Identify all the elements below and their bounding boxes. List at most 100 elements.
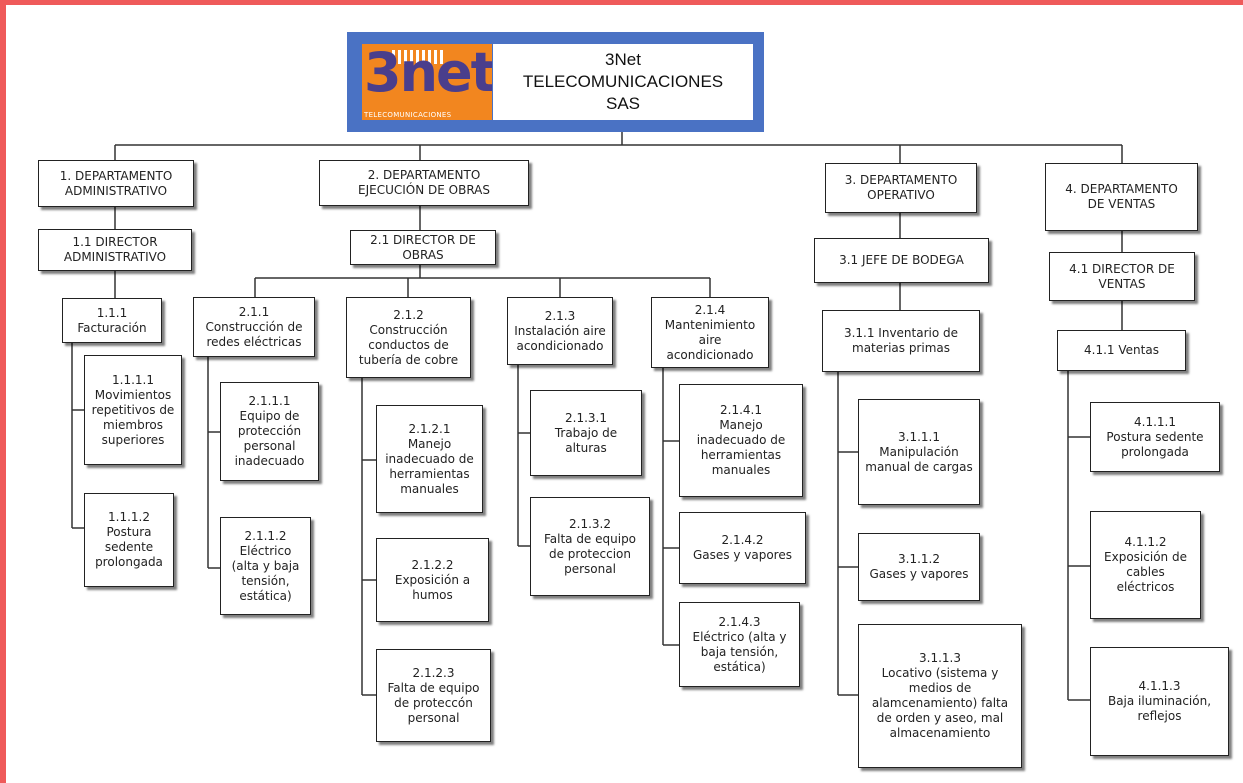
box-line: 2.1.2 (393, 307, 424, 322)
risk-2-1-3-1: 2.1.3.1 Trabajo de alturas (530, 390, 642, 476)
box-line: reflejos (1137, 709, 1182, 723)
logo-subtext: TELECOMUNICACIONES (364, 111, 452, 119)
box-line: prolongada (95, 555, 163, 569)
risk-4-1-1-3: 4.1.1.3 Baja iluminación, reflejos (1090, 647, 1229, 756)
box-line: 1.1 DIRECTOR (72, 235, 158, 249)
box-line: aire (698, 332, 722, 347)
box-line: OBRAS (402, 247, 444, 262)
risk-3-1-1-2: 3.1.1.2 Gases y vapores (858, 533, 980, 601)
box-line: Gases y vapores (869, 567, 969, 581)
area-2-1-2: 2.1.2 Construcción conductos de tubería … (346, 297, 471, 378)
box-line: personal (243, 439, 296, 453)
box-line: Postura (106, 525, 152, 539)
box-line: de proteccion (548, 546, 631, 561)
top-border (0, 0, 1243, 5)
risk-2-1-1-1: 2.1.1.1 Equipo de protección personal in… (220, 382, 319, 481)
box-line: personal (407, 710, 460, 725)
jefe-bodega: 3.1 JEFE DE BODEGA (814, 238, 989, 283)
box-line: acondicionado (666, 347, 754, 362)
company-name-line: TELECOMUNICACIONES (522, 72, 724, 91)
department-operativo: 3. DEPARTAMENTO OPERATIVO (825, 163, 977, 213)
director-ventas: 4.1 DIRECTOR DE VENTAS (1049, 252, 1195, 301)
risk-2-1-4-2: 2.1.4.2 Gases y vapores (679, 512, 806, 584)
box-line: alturas (565, 440, 607, 455)
box-line: 2. DEPARTAMENTO (367, 168, 481, 182)
box-line: repetitivos de (91, 402, 175, 417)
company-name-line: 3Net (605, 50, 641, 69)
box-line: Eléctrico (alta y (692, 629, 787, 644)
box-line: Trabajo de (554, 425, 618, 440)
box-line: Locativo (sistema y (881, 666, 999, 680)
risk-4-1-1-1: 4.1.1.1 Postura sedente prolongada (1090, 402, 1220, 472)
risk-1-1-1-2: 1.1.1.2 Postura sedente prolongada (84, 493, 174, 587)
box-line: inadecuado de (385, 451, 474, 466)
box-line: protección (237, 424, 302, 438)
director-obras: 2.1 DIRECTOR DE OBRAS (350, 230, 496, 265)
box-line: 4.1.1.3 (1138, 679, 1181, 693)
risk-2-1-2-1: 2.1.2.1 Manejo inadecuado de herramienta… (376, 405, 483, 513)
box-line: 3.1.1.3 (919, 651, 961, 665)
box-line: manual de cargas (865, 459, 973, 474)
company-name-line: SAS (605, 94, 641, 113)
box-line: 4. DEPARTAMENTO (1065, 182, 1178, 196)
box-line: 4.1 DIRECTOR DE (1069, 261, 1175, 276)
box-line: 2.1.4.2 (721, 533, 764, 547)
box-line: materias primas (852, 341, 950, 355)
box-line: redes eléctricas (206, 334, 302, 349)
box-line: Mantenimiento (664, 317, 756, 332)
department-ventas: 4. DEPARTAMENTO DE VENTAS (1045, 163, 1198, 231)
box-line: cables (1126, 565, 1165, 579)
risk-3-1-1-1: 3.1.1.1 Manipulación manual de cargas (858, 399, 980, 505)
box-line: 4.1.1 Ventas (1084, 343, 1159, 357)
left-border (0, 0, 6, 783)
box-line: ADMINISTRATIVO (63, 250, 167, 264)
box-line: herramientas (700, 448, 782, 462)
box-line: manuales (400, 481, 459, 496)
box-line: 1.1.1.2 (108, 510, 150, 524)
risk-4-1-1-2: 4.1.1.2 Exposición de cables eléctricos (1090, 511, 1201, 619)
box-line: personal (564, 561, 616, 576)
box-line: 2.1.1.2 (244, 528, 287, 543)
box-line: 2.1.1 (238, 304, 270, 319)
box-line: miembros (103, 417, 163, 432)
company-name: 3Net TELECOMUNICACIONES SAS (493, 44, 753, 120)
box-line: Equipo de (239, 409, 300, 423)
area-2-1-4: 2.1.4 Mantenimiento aire acondicionado (651, 297, 769, 368)
box-line: 2.1.2.3 (412, 665, 455, 680)
box-line: inadecuado de (696, 433, 786, 447)
box-line: 2.1.3.2 (569, 516, 611, 531)
box-line: Construcción de (205, 319, 303, 334)
signal-bars-icon (392, 50, 443, 64)
box-line: estática) (713, 659, 766, 674)
logo-text: 3net (364, 44, 492, 104)
box-line: Manipulación (879, 444, 959, 459)
box-line: tensión, (241, 573, 290, 588)
risk-2-1-2-2: 2.1.2.2 Exposición a humos (376, 538, 489, 622)
box-line: baja tensión, (700, 644, 779, 659)
risk-2-1-3-2: 2.1.3.2 Falta de equipo de proteccion pe… (530, 497, 650, 596)
box-line: Postura sedente (1106, 429, 1204, 444)
box-line: 2.1.4.3 (718, 614, 761, 629)
box-line: acondicionado (516, 338, 604, 353)
box-line: 3. DEPARTAMENTO (844, 173, 958, 187)
box-line: herramientas (389, 466, 470, 481)
box-line: 3.1 JEFE DE BODEGA (839, 253, 964, 267)
area-2-1-1: 2.1.1 Construcción de redes eléctricas (193, 297, 315, 357)
risk-2-1-1-2: 2.1.1.2 Eléctrico (alta y baja tensión, … (220, 517, 311, 615)
box-line: alamcenamiento) falta (871, 696, 1009, 710)
box-line: ADMINISTRATIVO (64, 183, 168, 198)
box-line: 4.1.1.2 (1124, 535, 1167, 549)
box-line: 4.1.1.1 (1134, 414, 1176, 429)
box-line: 3.1.1 Inventario de (843, 326, 959, 340)
box-line: 2.1.3 (544, 308, 576, 323)
box-line: Manejo (719, 418, 763, 432)
box-line: Construcción (369, 322, 448, 337)
box-line: eléctricos (1116, 580, 1175, 594)
box-line: de orden y aseo, mal (876, 711, 1004, 725)
area-facturacion: 1.1.1 Facturación (62, 298, 162, 343)
area-2-1-3: 2.1.3 Instalación aire acondicionado (507, 297, 613, 365)
box-line: 2.1.3.1 (565, 410, 607, 425)
box-line: Falta de equipo (387, 680, 480, 695)
box-line: inadecuado (234, 454, 305, 468)
risk-2-1-4-1: 2.1.4.1 Manejo inadecuado de herramienta… (679, 384, 803, 497)
